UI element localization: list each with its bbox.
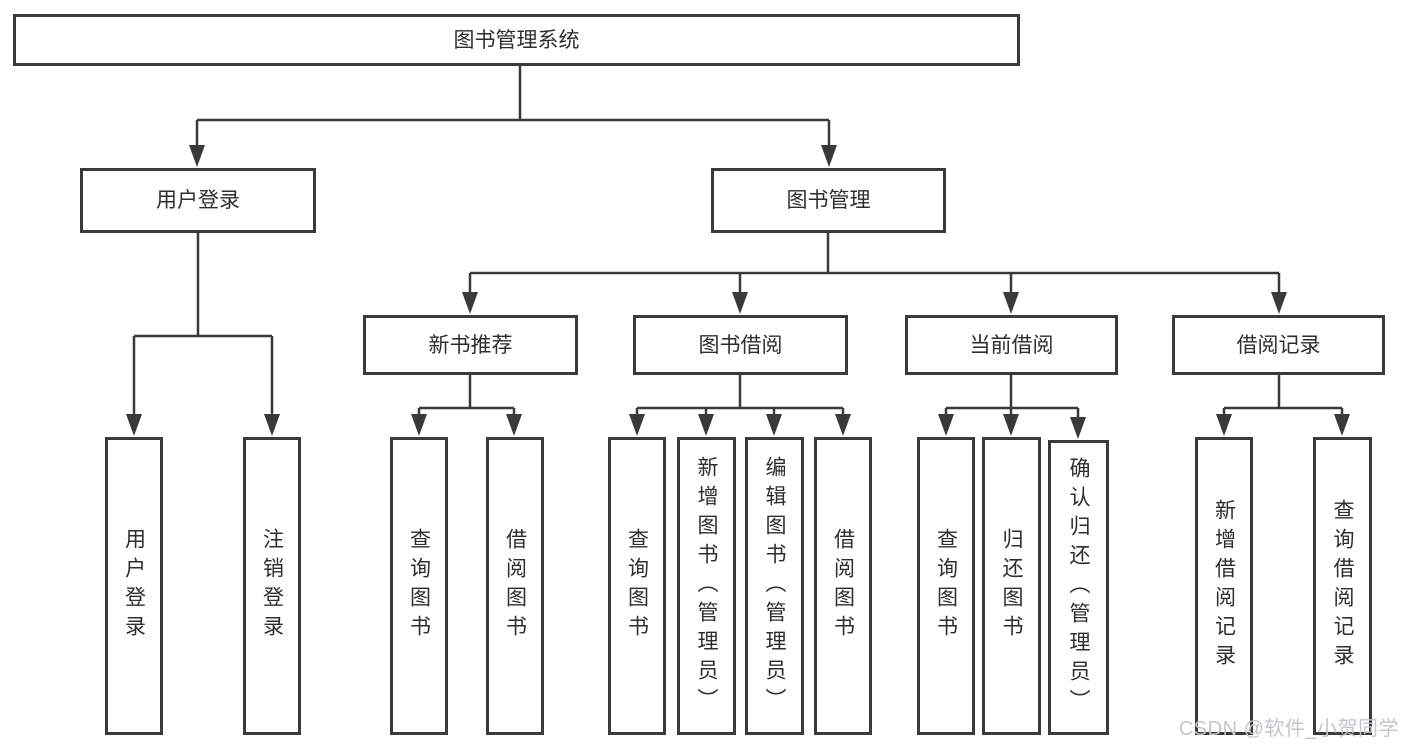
arrow-down-icon [732,292,748,314]
arrow-down-icon [1334,414,1350,436]
arrow-down-icon [1070,417,1086,439]
node-label: 当前借阅 [969,333,1054,357]
node-label: 查询借阅记录 [1331,499,1354,673]
leaf-edit-books-admin: 编辑图书（管理员） [745,437,804,735]
leaf-return-books: 归还图书 [982,437,1041,735]
connector-new-book-children [411,375,522,436]
leaf-borrow-books-recommend: 借阅图书 [486,437,544,735]
arrow-down-icon [698,414,714,436]
node-user-login: 用户登录 [80,168,316,233]
node-label: 借阅图书 [503,528,527,644]
node-borrowing-records: 借阅记录 [1172,315,1385,375]
arrow-down-icon [1003,414,1019,436]
connector-borrow-records-children [1216,375,1350,436]
connector-book-management-children [462,233,1287,314]
leaf-user-login: 用户登录 [105,437,163,735]
node-label: 查询图书 [407,528,431,644]
arrow-down-icon [462,292,478,314]
leaf-confirm-return-admin: 确认归还（管理员） [1048,440,1109,735]
node-label: 借阅记录 [1236,333,1321,357]
arrow-down-icon [629,414,645,436]
node-label: 归还图书 [1000,528,1023,644]
node-library-management-system: 图书管理系统 [13,14,1020,66]
node-label: 查询图书 [625,528,649,644]
node-label: 用户登录 [122,528,146,644]
connector-current-borrow-children [938,375,1086,439]
node-label: 借阅图书 [831,528,855,644]
node-label: 新增图书（管理员） [695,455,718,717]
csdn-watermark: CSDN @软件_小贺同学 [1178,718,1399,740]
arrow-down-icon [766,414,782,436]
arrow-down-icon [1216,414,1232,436]
leaf-query-borrow-record: 查询借阅记录 [1313,437,1372,735]
node-label: 图书管理系统 [453,28,580,52]
node-label: 用户登录 [156,189,240,212]
arrow-down-icon [821,145,837,167]
node-label: 新增借阅记录 [1212,499,1236,673]
arrow-down-icon [411,414,427,436]
leaf-query-books-recommend: 查询图书 [390,437,448,735]
arrow-down-icon [264,414,280,436]
node-label: 注销登录 [260,528,284,644]
node-book-management: 图书管理 [711,168,946,233]
arrow-down-icon [506,414,522,436]
node-label: 编辑图书（管理员） [763,455,786,717]
leaf-query-books-borrow: 查询图书 [608,437,666,735]
connector-root-to-level2 [189,66,837,167]
node-label: 图书借阅 [698,333,783,357]
arrow-down-icon [189,145,205,167]
arrow-down-icon [1271,292,1287,314]
arrow-down-icon [938,414,954,436]
arrow-down-icon [1003,292,1019,314]
leaf-query-books-current: 查询图书 [917,437,975,735]
leaf-add-borrow-record: 新增借阅记录 [1195,437,1253,735]
arrow-down-icon [126,414,142,436]
leaf-add-books-admin: 新增图书（管理员） [677,437,736,735]
node-new-book-recommendation: 新书推荐 [363,315,578,375]
leaf-logout: 注销登录 [243,437,301,735]
node-label: 新书推荐 [428,333,513,357]
leaf-borrow-books: 借阅图书 [814,437,872,735]
node-book-borrowing: 图书借阅 [633,315,848,375]
node-label: 查询图书 [934,528,958,644]
connector-user-login-children [126,233,280,436]
arrow-down-icon [835,414,851,436]
node-label: 图书管理 [786,189,871,212]
node-label: 确认归还（管理员） [1067,457,1090,718]
connector-book-borrow-children [629,375,851,436]
node-current-borrowing: 当前借阅 [905,315,1118,375]
